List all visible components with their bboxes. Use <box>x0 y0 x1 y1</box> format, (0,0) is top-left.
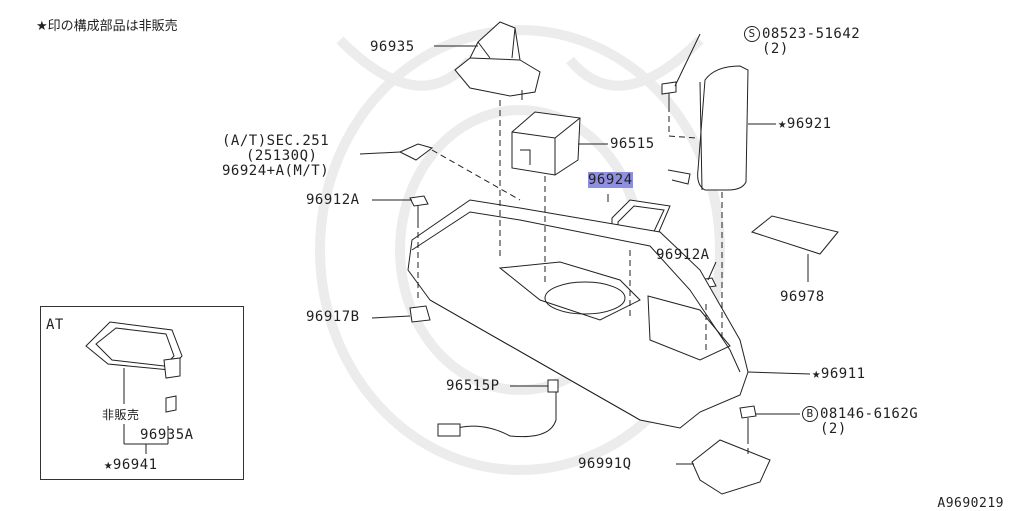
part-label-96917b[interactable]: 96917B <box>306 309 360 325</box>
part-qty-08146: (2) <box>820 421 847 437</box>
push-clip-left <box>409 195 429 222</box>
part-label-25130q: (25130Q) <box>246 148 318 164</box>
bolt-s-badge: S <box>744 26 760 42</box>
part-qty-08523: (2) <box>762 41 789 57</box>
storage-box-part <box>511 111 581 176</box>
part-label-96991q[interactable]: 96991Q <box>578 456 632 472</box>
shift-boot-part <box>454 21 541 100</box>
part-label-96911[interactable]: ★96911 <box>812 366 866 382</box>
diagram-reference-code: A9690219 <box>937 496 1004 511</box>
part-label-96978[interactable]: 96978 <box>780 289 825 305</box>
clip-part <box>398 143 434 161</box>
inset-console-part <box>85 321 183 454</box>
armrest-lid-part <box>667 65 749 191</box>
part-label-96515p[interactable]: 96515P <box>446 378 500 394</box>
mat-part <box>750 215 839 255</box>
lower-bracket-part <box>691 439 771 495</box>
assembly-guides <box>417 100 749 458</box>
inset-part-96941[interactable]: ★96941 <box>104 457 158 473</box>
part-label-96921[interactable]: ★96921 <box>778 116 832 132</box>
inset-label-at: AT <box>46 317 64 333</box>
at-inset-box <box>40 306 244 480</box>
part-label-96924a[interactable]: 96924+A(M/T) <box>222 163 330 179</box>
part-label-at-sec[interactable]: (A/T)SEC.251 <box>222 133 330 149</box>
part-label-96515[interactable]: 96515 <box>610 136 655 152</box>
part-96924-highlight: 96924 <box>588 172 633 188</box>
bracket-part <box>409 305 431 323</box>
bolt-b-badge: B <box>802 406 818 422</box>
inset-not-sold-label: 非販売 <box>102 408 140 422</box>
part-label-96912a-right[interactable]: 96912A <box>656 247 710 263</box>
part-label-96912a-left[interactable]: 96912A <box>306 192 360 208</box>
bolt-b-number: 08146-6162G <box>820 406 919 422</box>
center-console-part <box>407 199 749 429</box>
harness-part <box>437 379 559 438</box>
leader-lines <box>359 33 811 465</box>
not-for-sale-note: ★印の構成部品は非販売 <box>36 19 178 34</box>
bolt-part <box>739 405 757 438</box>
part-label-96924[interactable]: 96924 <box>588 172 633 188</box>
inset-part-96935a[interactable]: 96935A <box>140 427 194 443</box>
bolt-s-number: 08523-51642 <box>762 26 861 42</box>
screw-part <box>661 81 677 106</box>
part-label-96935[interactable]: 96935 <box>370 39 415 55</box>
